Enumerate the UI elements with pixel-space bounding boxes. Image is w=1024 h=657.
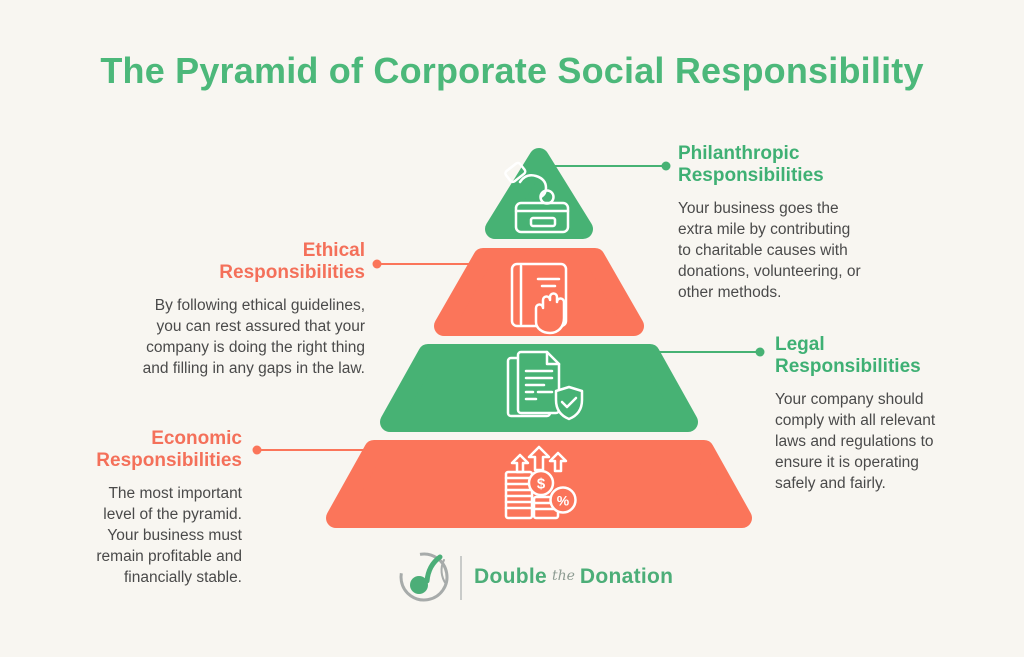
sleeve-shape [504, 161, 527, 184]
logo-word-donation: Donation [579, 565, 674, 588]
connector-legal [655, 347, 765, 357]
hand-on-book-icon [510, 262, 568, 335]
logo-word-the: the [551, 568, 575, 584]
connector-dot [372, 259, 382, 269]
page-title: The Pyramid of Corporate Social Responsi… [100, 50, 924, 91]
connector-ethical [372, 259, 472, 269]
connector-dot [661, 161, 671, 171]
dollar-glyph: $ [537, 476, 546, 493]
shield-shape [554, 385, 584, 421]
hand-shape [518, 174, 548, 199]
legal-body: Your company should comply with all rele… [775, 391, 936, 492]
front-page [516, 350, 561, 415]
arrow-up [548, 451, 568, 473]
percent-coin [549, 486, 577, 514]
logo-ring [399, 552, 449, 602]
connector-philanthropic [552, 161, 671, 171]
palm-shape [534, 292, 566, 335]
legal-block: Legal Responsibilities Your company shou… [775, 334, 975, 494]
connector-dot [755, 347, 765, 357]
box-shape [514, 201, 570, 234]
legal-heading: Legal Responsibilities [775, 334, 921, 377]
logo-word-double: Double [474, 565, 547, 588]
logo-divider [460, 556, 462, 600]
pyramid-level-ethical [434, 248, 644, 336]
ethical-body: By following ethical guidelines, you can… [142, 297, 365, 377]
ethical-block: Ethical Responsibilities By following et… [85, 240, 365, 379]
ethical-heading: Ethical Responsibilities [219, 240, 365, 283]
double-the-donation-logo: Double the Donation [474, 561, 673, 593]
connector-dot [252, 445, 262, 455]
box-label [529, 216, 557, 228]
philanthropic-block: Philanthropic Responsibilities Your busi… [678, 143, 893, 303]
percent-glyph: % [557, 493, 570, 509]
dollar-coin [527, 469, 555, 497]
philanthropic-heading: Philanthropic Responsibilities [678, 143, 824, 186]
document-shield-icon [506, 350, 584, 421]
logo-inner-swoosh [440, 559, 447, 585]
logo-mark-icon [399, 552, 449, 602]
connectors [252, 161, 765, 455]
donation-box-icon [504, 161, 570, 234]
logo-flame-tail [424, 554, 443, 584]
check-mark [560, 396, 578, 409]
page-fold [545, 350, 561, 366]
coins-growth-icon: $ % [504, 445, 577, 520]
logo-drop [410, 576, 428, 594]
philanthropic-body: Your business goes the extra mile by con… [678, 200, 861, 301]
economic-block: Economic Responsibilities The most impor… [42, 428, 242, 588]
connector-economic [252, 445, 368, 455]
economic-heading: Economic Responsibilities [96, 428, 242, 471]
economic-body: The most important level of the pyramid.… [96, 485, 242, 586]
